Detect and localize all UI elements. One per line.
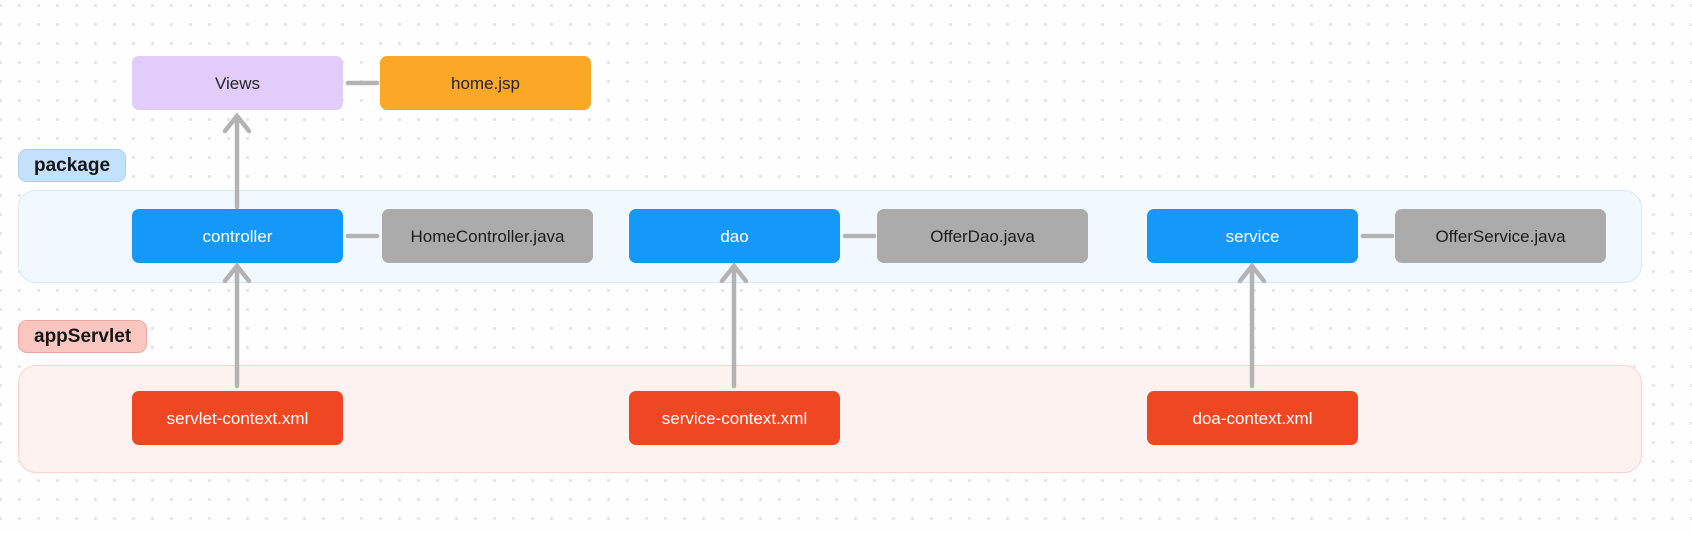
arrow-service-context-to-dao: [719, 262, 749, 389]
node-homecontroller-java: HomeController.java: [382, 209, 593, 263]
node-service: service: [1147, 209, 1358, 263]
arrow-controller-to-views: [222, 112, 252, 210]
node-controller: controller: [132, 209, 343, 263]
node-views: Views: [132, 56, 343, 110]
arrow-doa-context-to-service: [1237, 262, 1267, 389]
arrow-servlet-context-to-controller: [222, 262, 252, 389]
node-home-jsp: home.jsp: [380, 56, 591, 110]
node-doa-context-xml: doa-context.xml: [1147, 391, 1358, 445]
app-servlet-group-badge: appServlet: [18, 320, 148, 353]
node-dao: dao: [629, 209, 840, 263]
package-group-badge: package: [18, 149, 127, 182]
node-servlet-context-xml: servlet-context.xml: [132, 391, 343, 445]
node-offerdao-java: OfferDao.java: [877, 209, 1088, 263]
node-service-context-xml: service-context.xml: [629, 391, 840, 445]
node-offerservice-java: OfferService.java: [1395, 209, 1606, 263]
